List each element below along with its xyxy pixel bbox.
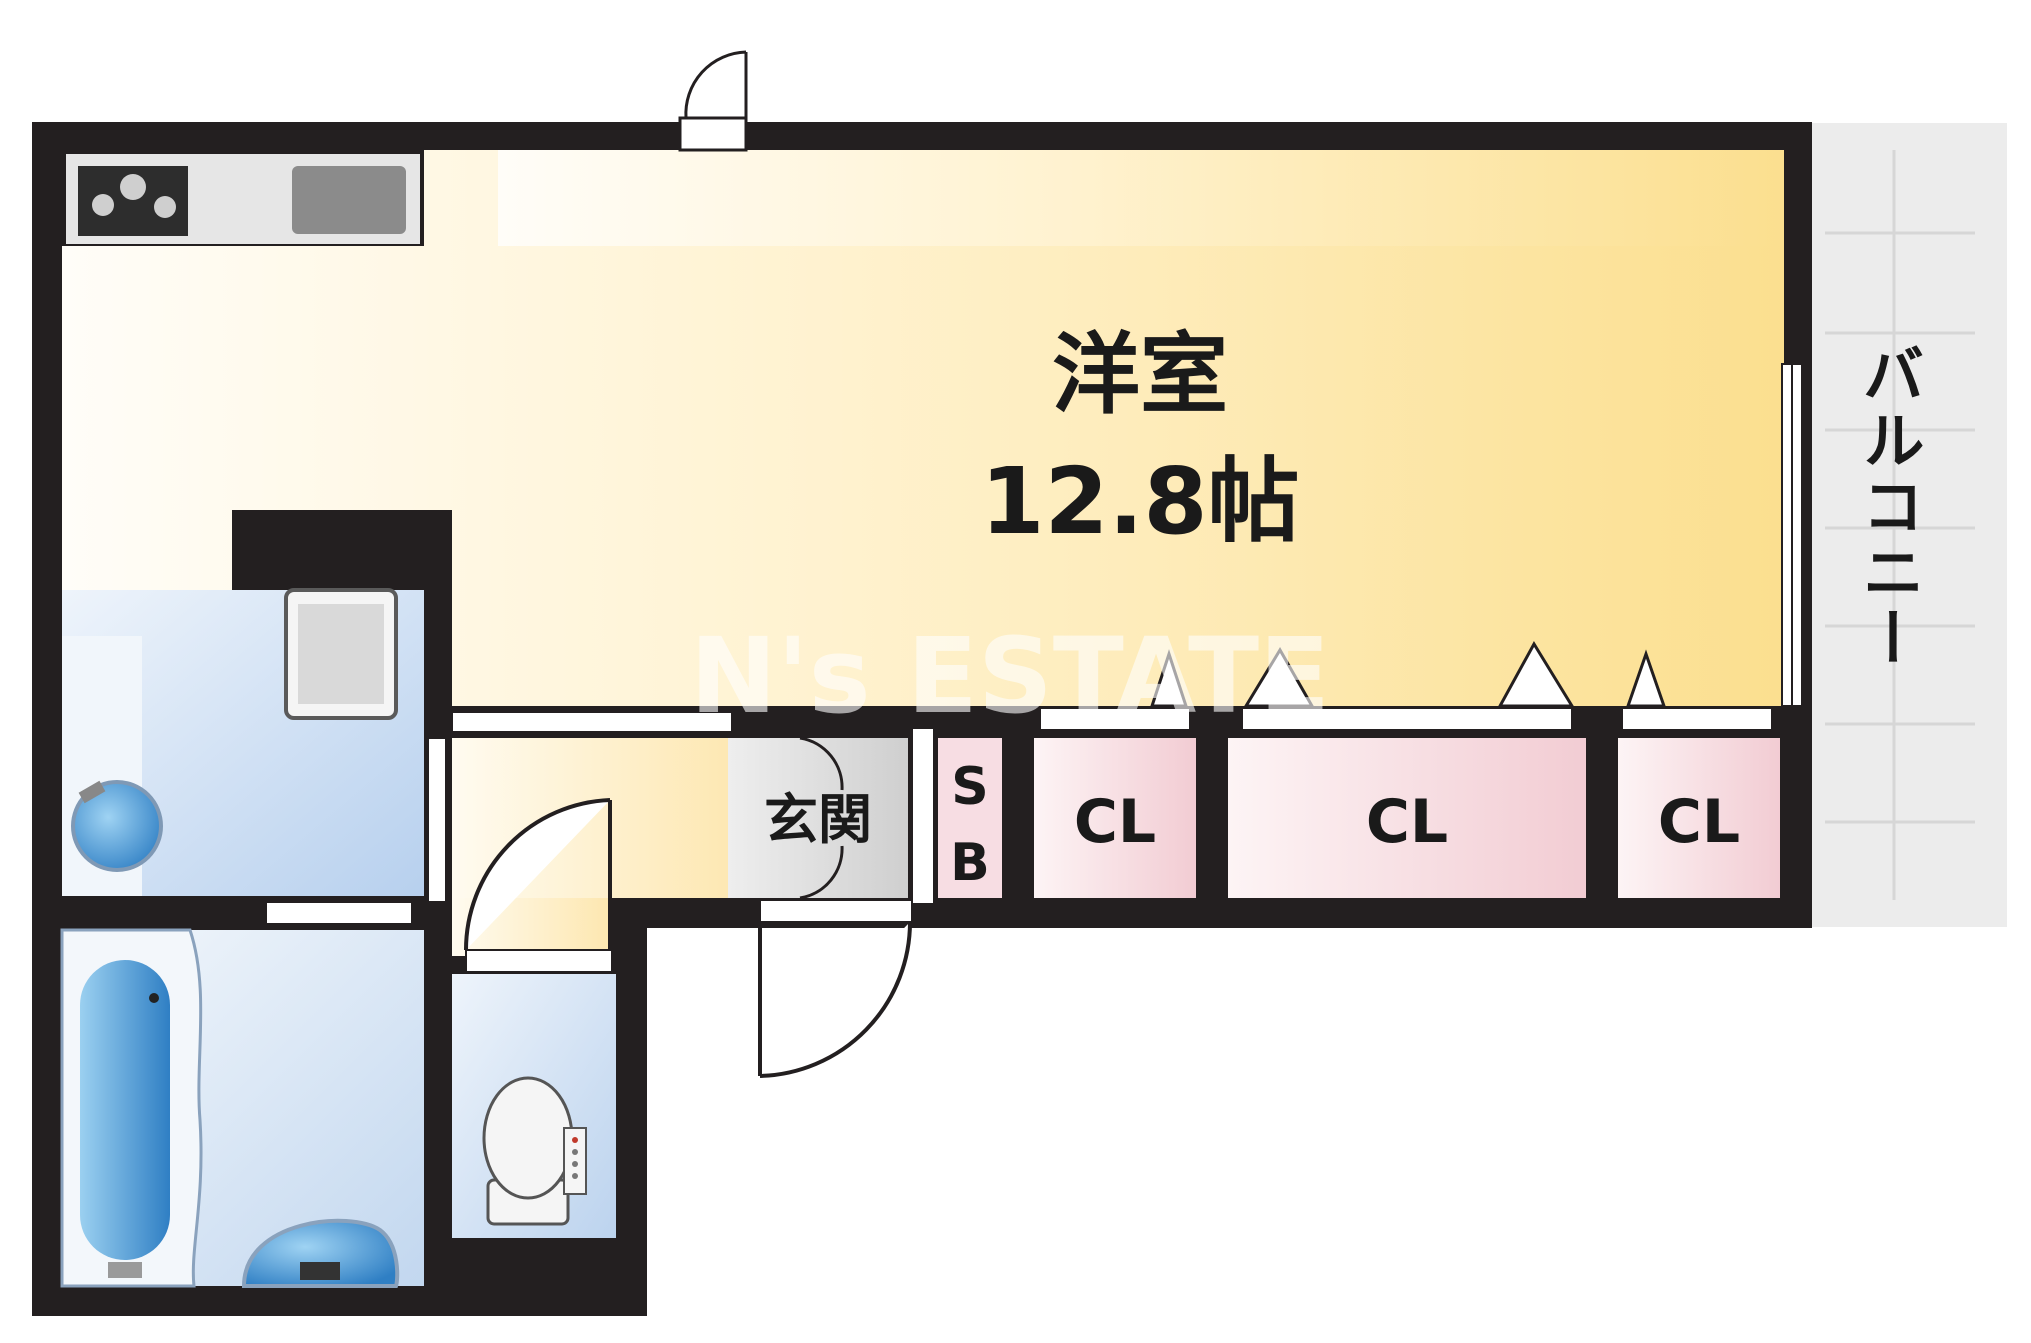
closet-2: CL <box>1228 641 1586 898</box>
western-room-name: 洋室 <box>1052 323 1228 426</box>
kitchen-counter <box>62 150 424 246</box>
stove-burner-icon <box>92 194 114 216</box>
entrance: 玄関 <box>728 736 908 900</box>
western-room: 洋室 12.8帖 <box>62 150 1784 706</box>
western-room-size: 12.8帖 <box>981 448 1300 555</box>
stove-burner-icon <box>154 196 176 218</box>
balcony-window <box>1781 363 1803 707</box>
closet-3: CL <box>1618 649 1780 898</box>
shoe-box-label-s: S <box>951 757 988 817</box>
entrance-label: 玄関 <box>764 788 872 851</box>
toilet-icon <box>482 1076 574 1200</box>
sink-icon <box>292 166 406 234</box>
shoe-box: S B <box>911 727 1002 905</box>
toilet-room <box>452 974 616 1238</box>
shoe-box-label-b: B <box>950 833 990 893</box>
watermark: N's ESTATE <box>690 615 1330 737</box>
balcony: バルコニー <box>1812 123 2007 927</box>
bathtub-icon <box>80 960 170 1260</box>
entrance-door <box>758 899 913 1078</box>
room-top-door <box>678 50 748 152</box>
bathroom <box>60 928 424 1288</box>
bath-door <box>265 901 413 925</box>
closet-label: CL <box>1074 787 1156 857</box>
balcony-label: バルコニー <box>1852 342 1925 672</box>
sink-icon <box>241 1218 400 1288</box>
closet-label: CL <box>1366 787 1448 857</box>
wash-basin-icon <box>71 780 163 872</box>
stove-burner-icon <box>120 174 146 200</box>
closet-label: CL <box>1658 787 1740 857</box>
toilet-door <box>463 798 613 973</box>
closet-1: CL <box>1034 649 1196 898</box>
washroom <box>62 588 424 896</box>
